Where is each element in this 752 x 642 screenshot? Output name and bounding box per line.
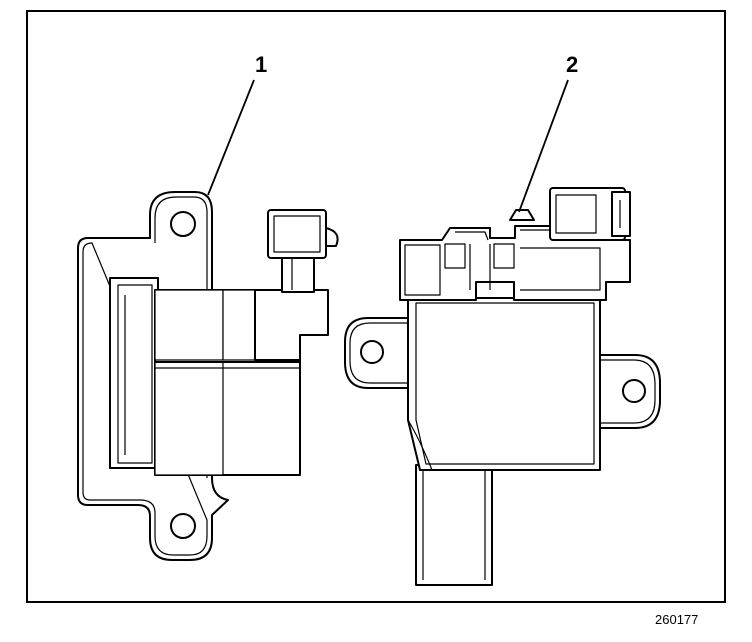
- coil-case: [407, 297, 601, 471]
- figure-frame: [26, 10, 726, 603]
- ear-hole-right: [622, 379, 646, 403]
- callout-1-label: 1: [255, 52, 267, 77]
- figure-id: 260177: [655, 612, 698, 627]
- callout-2-leader: [518, 79, 569, 213]
- callout-1-leader: [207, 79, 255, 196]
- terminal-stud: [509, 209, 535, 221]
- connector-head: [267, 209, 327, 259]
- callout-2-label: 2: [566, 52, 578, 77]
- mounting-bracket: [77, 191, 229, 561]
- ignition-coil-front-view: [344, 187, 661, 586]
- callout-1: 1: [207, 52, 267, 196]
- spark-plug-boot: [415, 464, 493, 586]
- ear-hole-left: [360, 340, 384, 364]
- bracket-hole-bottom: [170, 513, 196, 539]
- ignition-coil-bracket-assembly: [77, 191, 339, 561]
- connector-latch: [325, 227, 339, 247]
- bracket-hole-top: [170, 211, 196, 237]
- callout-2: 2: [518, 52, 578, 213]
